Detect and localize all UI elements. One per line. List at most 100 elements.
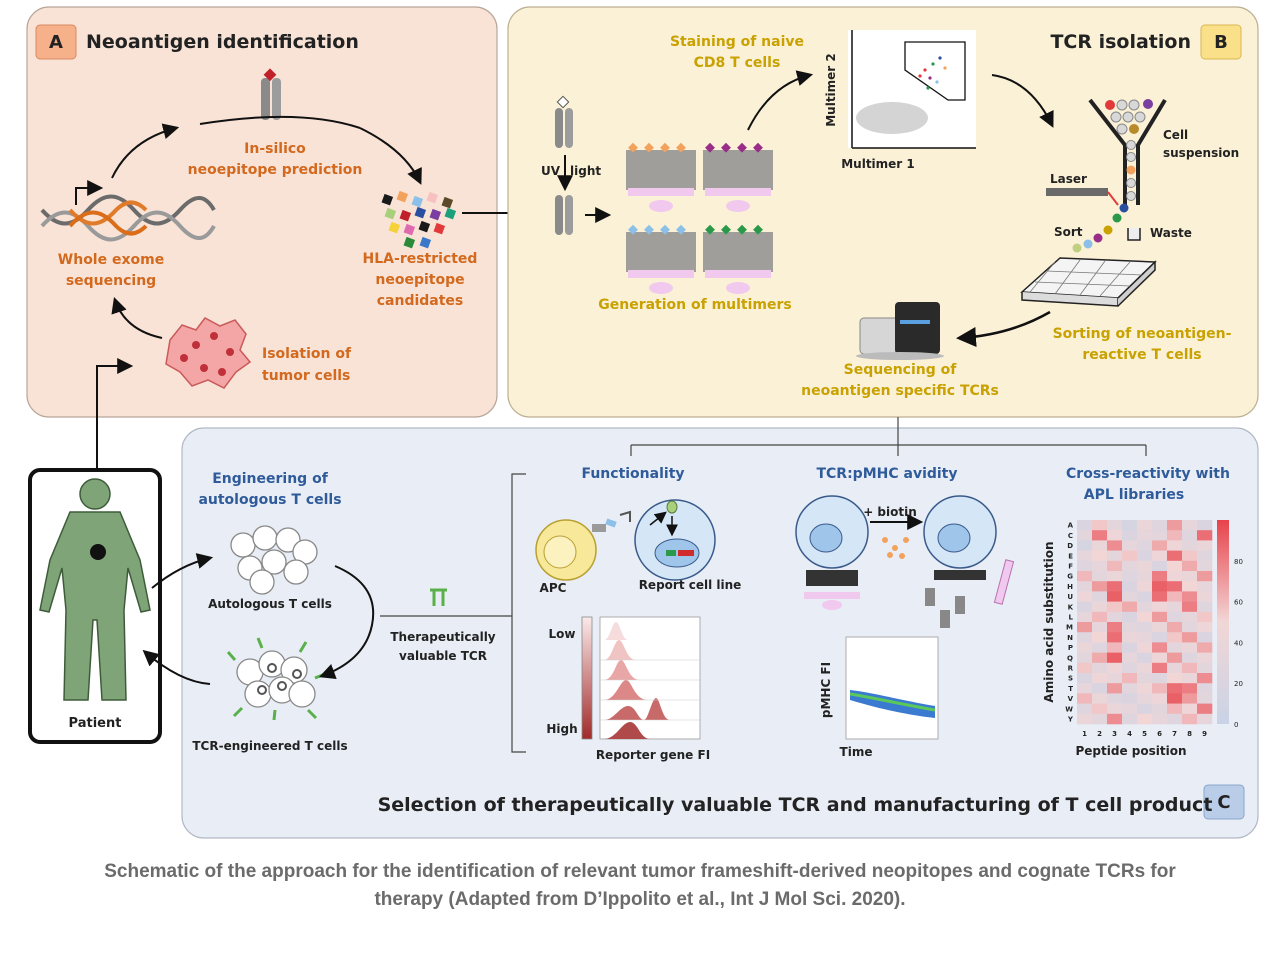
heatmap-cell [1152,540,1168,551]
heatmap-cell [1137,520,1153,531]
avidity-title: TCR:pMHC avidity [816,466,957,482]
heatmap-cell [1107,591,1123,602]
heatmap-y-tick: A [1068,522,1074,530]
heatmap-cell [1077,642,1093,653]
heatmap-cell [1092,611,1108,623]
heatmap-cell [1197,683,1213,694]
waste-label: Waste [1150,226,1192,240]
heatmap-cell [1092,683,1108,694]
heatmap-cell [1137,693,1153,704]
arrow-engineering [319,565,375,680]
reporter-histogram [581,616,701,740]
heatmap-cell [1197,560,1213,572]
heatmap-cell [1137,571,1153,582]
heatmap-y-label: Amino acid substitution [1042,541,1056,702]
mhc-molecule-icon [261,68,281,120]
heatmap-y-tick: M [1066,624,1073,632]
heatmap-cell [1137,611,1153,623]
light-label: light [570,164,601,178]
heatmap-cell [1152,520,1168,531]
heatmap-y-tick: C [1068,532,1073,540]
heatmap-cell [1152,591,1168,602]
heatmap-cell [1122,713,1138,725]
heatmap-cell [1092,652,1108,664]
heatmap-cell [1182,703,1198,715]
heatmap-cell [1137,703,1153,715]
heatmap-cell [1182,673,1198,684]
multimer-y-label: Multimer 2 [824,53,838,127]
heatmap-cell [1167,662,1183,674]
heatmap-x-tick: 8 [1187,730,1192,738]
heatmap-cell [1092,591,1108,602]
panel-a-badge-label: A [49,32,63,53]
panel-c-badge-label: C [1217,792,1230,813]
heatmap-cell [1092,703,1108,715]
heatmap-cell [1182,662,1198,674]
patient-box: Patient [28,358,162,744]
heatmap-cell [1107,581,1123,592]
heatmap-cell [1122,703,1138,715]
cross-title-2: APL libraries [1084,487,1184,503]
sequencer-icon [856,302,944,360]
heatmap-cell [1152,683,1168,694]
colorbar-tick: 40 [1234,639,1243,647]
multimer-flow-plot [848,30,976,149]
heatmap-cell [1182,520,1198,531]
heatmap-y-tick: G [1067,573,1073,581]
apc-cell-icon [535,518,617,581]
arrow-wes-to-prediction [111,123,180,179]
heatmap-cell [1197,601,1213,613]
heatmap-cell [1122,693,1138,704]
panel-b-badge [1200,24,1242,60]
heatmap-cell [1182,642,1198,653]
heatmap-cell [1122,581,1138,592]
heatmap-cell [1137,713,1153,725]
insilico-label-2: neoepitope prediction [188,162,363,178]
heatmap-y-tick: H [1067,583,1073,591]
tcr-engineered-t-cells-icon [226,637,326,721]
cross-title-1: Cross-reactivity with [1066,466,1230,482]
heatmap-cell [1137,530,1153,541]
high-label: High [546,722,577,736]
heatmap-cell [1122,601,1138,613]
heatmap-cell [1197,703,1213,715]
heatmap-cell [1092,713,1108,725]
heatmap-cell [1077,652,1093,664]
heatmap-cell [1107,611,1123,623]
heatmap-cell [1152,550,1168,562]
heatmap-cell [1182,683,1198,694]
heatmap-cell [1137,550,1153,562]
sequencing-label-1: Sequencing of [844,362,958,378]
tcr-icon [430,588,447,606]
heatmap-cell [1197,581,1213,592]
heatmap-cell [1182,713,1198,725]
heatmap-cell [1152,652,1168,664]
pmhc-decay-plot [845,636,939,740]
multimers-icon [626,142,773,294]
panel-c: C Selection of therapeutically valuable … [142,417,1259,839]
heatmap-cell [1197,540,1213,551]
heatmap-cell [1152,713,1168,725]
heatmap-y-tick: E [1068,552,1073,560]
panel-c-footer-title: Selection of therapeutically valuable TC… [378,794,1213,816]
heatmap-cell [1092,662,1108,674]
heatmap-cell [1182,591,1198,602]
heatmap-cell [1107,622,1123,633]
insilico-label-1: In-silico [244,141,306,157]
heatmap-cell [1077,520,1093,531]
heatmap-cell [1152,642,1168,653]
heatmap-x-tick: 4 [1127,730,1132,738]
arrow-to-sequencer [956,310,1051,348]
report-cell-line-icon [619,499,716,581]
heatmap-cell [1167,540,1183,551]
heatmap-cell [1152,622,1168,633]
time-label: Time [840,745,873,759]
heatmap-cell [1107,560,1123,572]
colorbar-tick: 20 [1234,680,1243,688]
reporter-label: Reporter gene FI [596,748,710,762]
heatmap-cell [1137,540,1153,551]
arrow-patient-to-tcells [151,553,214,589]
heatmap-cell [1182,550,1198,562]
